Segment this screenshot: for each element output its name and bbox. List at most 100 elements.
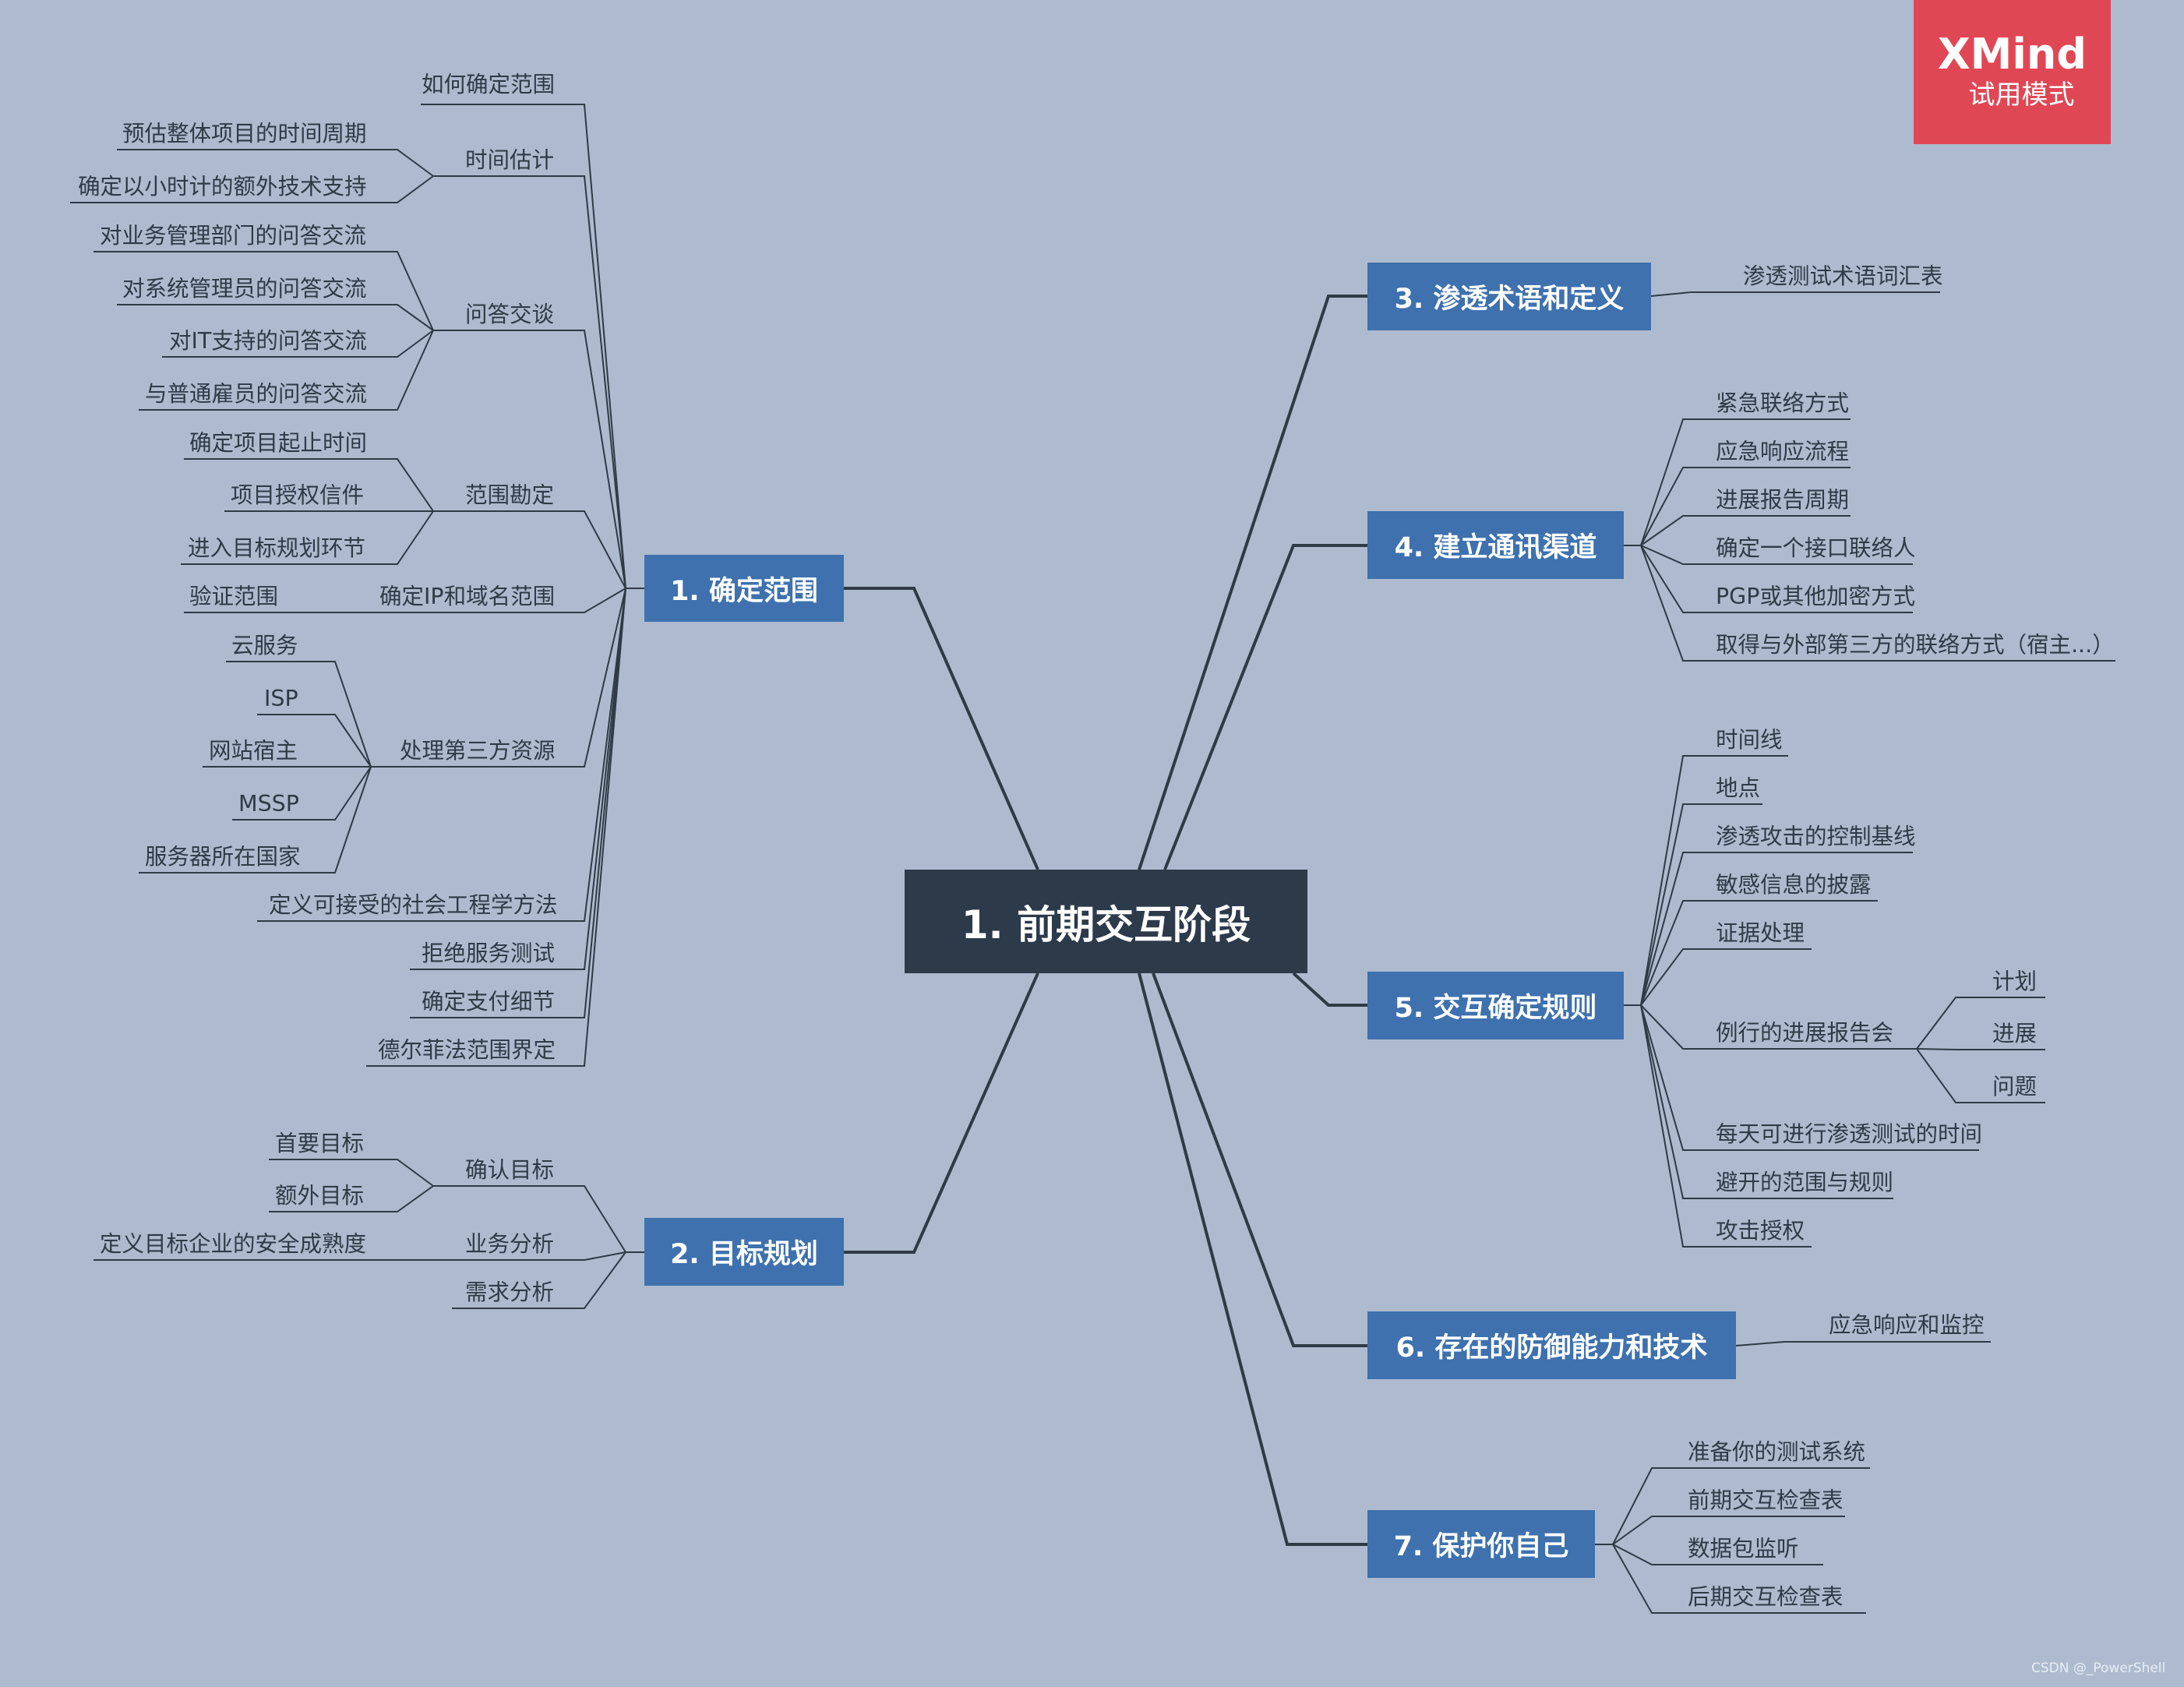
subtopic-needs-analysis[interactable]: 需求分析 (465, 1279, 555, 1305)
leaf-progress[interactable]: 进展 (1992, 1021, 2038, 1046)
leaf-start-end[interactable]: 确定项目起止时间 (189, 430, 368, 456)
connector-scope-sub-1 (433, 175, 626, 589)
connector-scope-sub-6 (257, 588, 626, 922)
leaf-third-party-contact[interactable]: 取得与外部第三方的联络方式（宿主...） (1716, 632, 2115, 658)
connector-terms-child-0 (1650, 291, 1940, 297)
leaf-emergency-contact[interactable]: 紧急联络方式 (1716, 390, 1850, 416)
leaf-plan[interactable]: 计划 (1992, 969, 2038, 994)
connector-rules-child-6 (1640, 1004, 1979, 1151)
connector-protect-child-2 (1612, 1544, 1823, 1565)
leaf-qa-business[interactable]: 对业务管理部门的问答交流 (100, 223, 367, 249)
topic-protect[interactable]: 7. 保护你自己 (1367, 1510, 1595, 1578)
connector-defense-child-0 (1735, 1341, 1991, 1346)
connector-survey-child-2 (181, 510, 434, 565)
leaf-qa-sysadmin[interactable]: 对系统管理员的问答交流 (122, 276, 367, 302)
subtopic-time-estimate[interactable]: 时间估计 (465, 147, 555, 173)
connector-rules-child-5 (1640, 1004, 1917, 1050)
leaf-packet-sniff[interactable]: 数据包监听 (1688, 1536, 1799, 1562)
connector-scope-sub-8 (410, 588, 626, 1018)
subtopic-delphi[interactable]: 德尔菲法范围界定 (378, 1037, 556, 1063)
connector-comm-child-1 (1640, 467, 1851, 546)
leaf-response-process[interactable]: 应急响应流程 (1716, 439, 1850, 464)
connector-comm-child-3 (1640, 545, 1913, 565)
leaf-extra-goal[interactable]: 额外目标 (275, 1183, 365, 1209)
connector-scope-sub-0 (421, 104, 626, 589)
connector-central-protect (1138, 972, 1367, 1546)
leaf-control-baseline[interactable]: 渗透攻击的控制基线 (1716, 824, 1916, 849)
connector-third-child-0 (226, 661, 372, 768)
leaf-test-system[interactable]: 准备你的测试系统 (1688, 1439, 1866, 1465)
leaf-excluded-scope[interactable]: 避开的范围与规则 (1716, 1170, 1894, 1195)
connector-central-rules (1292, 972, 1367, 1007)
subtopic-confirm-goals[interactable]: 确认目标 (465, 1157, 555, 1183)
subtopic-interviews[interactable]: 问答交谈 (465, 302, 555, 327)
leaf-qa-it[interactable]: 对IT支持的问答交流 (169, 328, 367, 354)
subtopic-how-to-scope[interactable]: 如何确定范围 (422, 72, 556, 97)
connector-third-child-3 (232, 766, 372, 821)
topic-goals[interactable]: 2. 目标规划 (644, 1218, 844, 1286)
leaf-sensitive-info[interactable]: 敏感信息的披露 (1716, 872, 1872, 898)
leaf-overall-time[interactable]: 预估整体项目的时间周期 (122, 121, 367, 146)
leaf-mssp[interactable]: MSSP (238, 791, 299, 817)
leaf-verify-scope[interactable]: 验证范围 (189, 584, 279, 609)
leaf-liaison[interactable]: 确定一个接口联络人 (1716, 535, 1916, 561)
leaf-post-checklist[interactable]: 后期交互检查表 (1688, 1584, 1844, 1610)
subtopic-third-party[interactable]: 处理第三方资源 (400, 738, 556, 764)
subtopic-scope-survey[interactable]: 范围勘定 (465, 482, 555, 508)
topic-terms[interactable]: 3. 渗透术语和定义 (1367, 263, 1651, 330)
leaf-enter-goals[interactable]: 进入目标规划环节 (188, 535, 366, 561)
leaf-location[interactable]: 地点 (1716, 775, 1761, 801)
connector-rules-child-8 (1640, 1004, 1812, 1248)
connector-time-child-0 (117, 149, 434, 177)
leaf-extra-support[interactable]: 确定以小时计的额外技术支持 (78, 174, 367, 199)
connector-qa-child-3 (139, 330, 434, 411)
leaf-status-meetings[interactable]: 例行的进展报告会 (1716, 1020, 1894, 1046)
connector-goals-sub-1 (433, 1251, 626, 1261)
connector-scope-sub-3 (433, 510, 626, 589)
topic-defense[interactable]: 6. 存在的防御能力和技术 (1367, 1311, 1736, 1379)
xmind-logo-text: XMind (1938, 30, 2087, 79)
leaf-issues[interactable]: 问题 (1992, 1074, 2038, 1099)
connector-scope-sub-7 (410, 588, 626, 970)
leaf-qa-employee[interactable]: 与普通雇员的问答交流 (145, 381, 368, 407)
connector-rules-child-0 (1640, 755, 1788, 1006)
xmind-trial-badge: XMind 试用模式 (1914, 0, 2111, 144)
leaf-attack-auth[interactable]: 攻击授权 (1716, 1218, 1805, 1244)
leaf-web-host[interactable]: 网站宿主 (209, 738, 298, 764)
subtopic-payment[interactable]: 确定支付细节 (422, 989, 556, 1015)
connector-central-defense (1152, 972, 1367, 1347)
subtopic-dos-test[interactable]: 拒绝服务测试 (422, 941, 556, 966)
topic-rules[interactable]: 5. 交互确定规则 (1367, 972, 1624, 1039)
subtopic-business-analysis[interactable]: 业务分析 (465, 1231, 555, 1257)
connector-confirm-child-1 (269, 1185, 434, 1212)
leaf-pre-checklist[interactable]: 前期交互检查表 (1688, 1488, 1844, 1513)
leaf-server-country[interactable]: 服务器所在国家 (145, 844, 301, 870)
connector-rules-child-3 (1640, 900, 1878, 1006)
leaf-evidence[interactable]: 证据处理 (1716, 920, 1805, 946)
leaf-primary-goal[interactable]: 首要目标 (275, 1131, 365, 1156)
leaf-report-cycle[interactable]: 进展报告周期 (1716, 487, 1850, 513)
leaf-cloud[interactable]: 云服务 (231, 633, 298, 658)
connector-goals-sub-2 (452, 1251, 626, 1309)
subtopic-social-engineering[interactable]: 定义可接受的社会工程学方法 (269, 892, 558, 918)
connector-rules-child-7 (1640, 1004, 1893, 1199)
central-topic[interactable]: 1. 前期交互阶段 (905, 870, 1307, 973)
leaf-isp[interactable]: ISP (264, 686, 298, 711)
topic-comm[interactable]: 4. 建立通讯渠道 (1367, 511, 1624, 579)
leaf-maturity[interactable]: 定义目标企业的安全成熟度 (100, 1231, 367, 1257)
connector-protect-child-0 (1612, 1467, 1870, 1545)
leaf-timeline[interactable]: 时间线 (1716, 727, 1783, 753)
connector-survey-child-0 (184, 458, 434, 512)
leaf-glossary[interactable]: 渗透测试术语词汇表 (1743, 263, 1943, 289)
connector-third-child-1 (257, 714, 372, 768)
leaf-ir-monitoring[interactable]: 应急响应和监控 (1829, 1312, 1985, 1338)
leaf-pgp[interactable]: PGP或其他加密方式 (1716, 584, 1915, 609)
connector-central-goals (844, 972, 1039, 1254)
trial-mode-text: 试用模式 (1968, 79, 2075, 111)
topic-scope[interactable]: 1. 确定范围 (644, 555, 844, 622)
subtopic-ip-domain[interactable]: 确定IP和域名范围 (379, 584, 556, 609)
connector-goals-sub-0 (433, 1185, 626, 1253)
leaf-auth-letter[interactable]: 项目授权信件 (231, 482, 365, 508)
leaf-test-hours[interactable]: 每天可进行渗透测试的时间 (1716, 1121, 1983, 1147)
